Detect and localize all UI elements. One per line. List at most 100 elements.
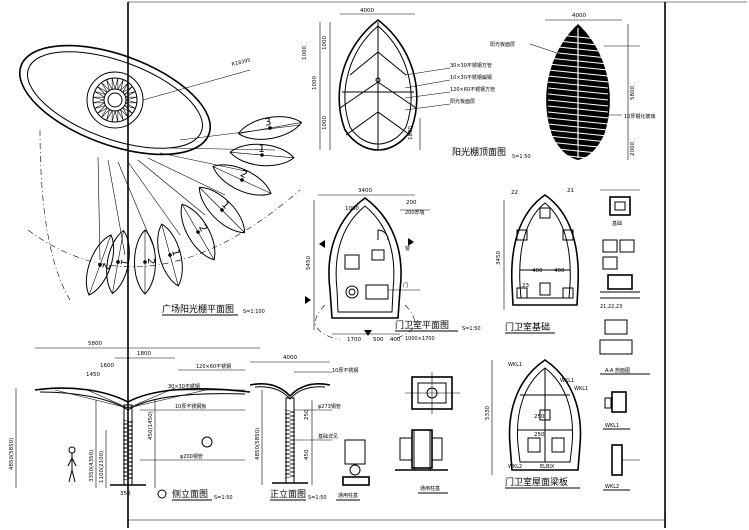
beam-label-4: WKL1 bbox=[560, 378, 574, 384]
side-elev-title: 侧立面图 bbox=[172, 488, 208, 500]
roof-panel-view: 4000 5800 2000 阳光板面层 10厚钢化玻璃 1000 bbox=[490, 13, 655, 161]
roof-note-1: 30×30不锈钢方管 bbox=[450, 62, 492, 69]
column-coil bbox=[284, 457, 296, 463]
plaza-plan-title: 广场阳光棚平面图 bbox=[162, 303, 234, 315]
front-elevation-view: 4000 4850(5850) 250 450 10厚不锈钢 φ273钢管 基础… bbox=[249, 355, 358, 501]
front-dim-h: 4850(5850) bbox=[255, 428, 261, 460]
column-coil bbox=[122, 451, 134, 457]
side-elev-scale: S=1:50 bbox=[214, 495, 233, 501]
canopy-leaf: 1 bbox=[106, 229, 130, 295]
column-coil bbox=[122, 459, 134, 465]
panel-dim-right: 5800 bbox=[630, 86, 636, 100]
column-coil bbox=[122, 463, 134, 469]
sun-ray bbox=[93, 99, 105, 104]
beam-label-1: WKL1 bbox=[508, 362, 522, 368]
gate-plan-view: 3400 5450 1700 500 400 200 1000 200厚墙 门 … bbox=[305, 188, 481, 343]
sun-ray bbox=[111, 110, 116, 122]
gate-note-3: 窗 bbox=[405, 245, 410, 252]
gate-note-2: 门 bbox=[403, 282, 408, 289]
side-dim-h4: 450(1450) bbox=[148, 411, 154, 440]
roof-dim-l3: 1000 bbox=[322, 36, 328, 50]
pillar-details: 通用柱基 通用柱基 bbox=[336, 372, 460, 501]
column-coil bbox=[122, 439, 134, 445]
column-coil bbox=[122, 427, 134, 433]
front-note-1: 10厚不锈钢 bbox=[332, 367, 358, 374]
detail-column: 基础 21,22,23 A-A 剖面图 WKL1 WKL2 bbox=[599, 189, 650, 491]
column-coil bbox=[122, 471, 134, 477]
roof-dim-l2: 1000 bbox=[312, 76, 318, 90]
column-coil bbox=[122, 447, 134, 453]
roof-dim-top: 4000 bbox=[360, 8, 374, 14]
column-coil bbox=[122, 475, 134, 481]
gate-note-1: 200厚墙 bbox=[405, 209, 425, 216]
sun-ray bbox=[94, 102, 106, 109]
side-dim-base: 350 bbox=[120, 491, 131, 497]
column-coil bbox=[122, 443, 134, 449]
gate-dim-top: 200 bbox=[406, 200, 417, 206]
panel-note-1: 阳光板面层 bbox=[490, 41, 515, 48]
column-coil bbox=[284, 453, 296, 459]
side-elevation-view: 5800 1800 1600 1450 4850(5850) 3350(4350… bbox=[9, 341, 260, 501]
found-dim-21: 21 bbox=[567, 188, 574, 194]
sun-ray bbox=[125, 96, 137, 101]
sun-ray bbox=[93, 96, 105, 101]
gate-plan-title: 门卫室平面图 bbox=[395, 319, 449, 331]
column-coil bbox=[284, 425, 296, 431]
side-dim-h2: 3350(4350) bbox=[89, 450, 95, 482]
roof-dim-l4: 1000 bbox=[322, 116, 328, 130]
front-note-3: 基础详见 bbox=[318, 433, 338, 440]
column-coil bbox=[284, 445, 296, 451]
column-coil bbox=[284, 433, 296, 439]
gate-dim-b3: 400 bbox=[390, 337, 401, 343]
side-note-2: 30×30不锈钢 bbox=[168, 383, 200, 390]
leaf-number: 2 bbox=[238, 168, 248, 181]
beam-label-5: ELBIX bbox=[540, 464, 555, 470]
leaf-number: 1 bbox=[169, 248, 181, 257]
side-note-1: 120×60不锈钢 bbox=[196, 363, 231, 370]
side-note-4: φ200钢管 bbox=[180, 453, 203, 460]
leaf-number: 1 bbox=[118, 258, 130, 266]
column-coil bbox=[284, 449, 296, 455]
beam-label-3: WKL2 bbox=[508, 464, 522, 470]
gate-dim-b2: 500 bbox=[373, 337, 384, 343]
person-figure bbox=[67, 446, 77, 483]
beam-label-2: WKL1 bbox=[574, 386, 588, 392]
roof-plan-title: 阳光棚顶面图 bbox=[452, 146, 506, 158]
sun-ray bbox=[122, 105, 133, 114]
canopy-leaf: 2 bbox=[85, 234, 115, 296]
column-coil bbox=[284, 469, 296, 475]
roof-plan-view: 1000 1000 1000 1000 4000 30×30不锈钢方管 10×3… bbox=[302, 8, 531, 160]
front-note-2: φ273钢管 bbox=[318, 403, 341, 410]
panel-note-2: 10厚钢化玻璃 bbox=[624, 113, 655, 120]
panel-dim-bottom: 1000 bbox=[570, 146, 584, 152]
sun-ray bbox=[117, 79, 124, 91]
column-coil bbox=[122, 431, 134, 437]
gate-roof-title: 门卫室屋面梁板 bbox=[505, 476, 568, 488]
gate-doc: 1000×1700 bbox=[405, 336, 435, 342]
sun-rosette bbox=[86, 71, 144, 129]
leaf-number: 1 bbox=[258, 144, 265, 156]
sun-ray bbox=[101, 82, 110, 93]
roof-plan-scale: S=1:50 bbox=[512, 154, 531, 160]
sheet-frame bbox=[127, 1, 747, 528]
front-elev-title: 正立面图 bbox=[270, 488, 306, 500]
pillar-label-2: 通用柱基 bbox=[420, 485, 440, 492]
detail-2123: 21,22,23 bbox=[600, 304, 622, 310]
front-dim-h3: 450 bbox=[304, 449, 310, 460]
gate-dim-h: 5450 bbox=[306, 256, 312, 270]
sun-ray bbox=[117, 109, 124, 121]
panel-dim-right2: 2000 bbox=[630, 142, 636, 156]
canopy-leaf: 1 bbox=[157, 223, 183, 287]
beam-dim-250a: 250 bbox=[534, 414, 545, 420]
gate-dim-ridge: 1000 bbox=[345, 206, 359, 212]
found-dim-400b: 400 bbox=[554, 268, 565, 274]
found-dim-h: 3450 bbox=[496, 251, 502, 265]
sun-ray bbox=[125, 99, 137, 104]
side-dim-w2: 1800 bbox=[137, 351, 151, 357]
side-note-3: 10厚不锈钢板 bbox=[175, 403, 206, 410]
found-dim-22: 22 bbox=[511, 190, 518, 196]
roof-dim-r1: 1000 bbox=[408, 126, 414, 140]
found-dim-400a: 400 bbox=[532, 268, 543, 274]
